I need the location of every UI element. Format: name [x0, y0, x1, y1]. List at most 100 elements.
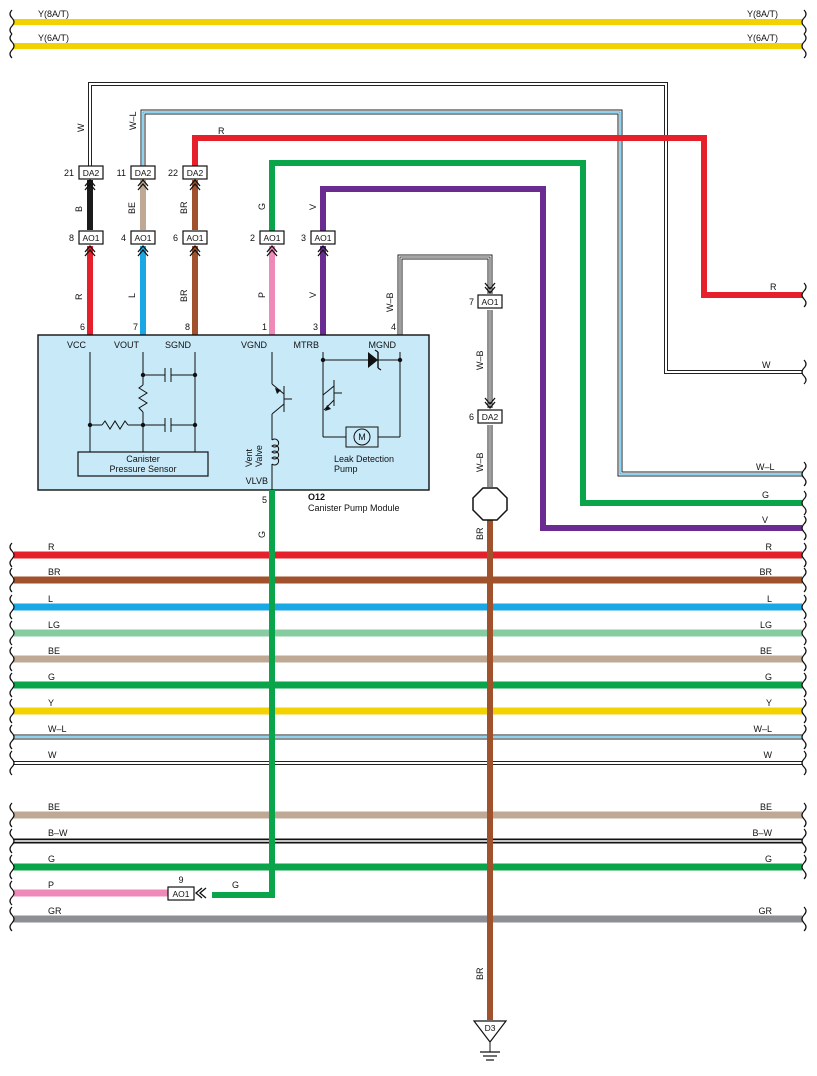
svg-text:4: 4 — [391, 322, 396, 332]
svg-text:AO1: AO1 — [134, 233, 151, 243]
svg-text:VGND: VGND — [241, 340, 268, 350]
wire-g-vlvb — [212, 490, 275, 898]
chevron-left-icon — [194, 887, 203, 899]
svg-text:9: 9 — [178, 875, 183, 885]
svg-text:G: G — [232, 880, 239, 890]
svg-text:VLVB: VLVB — [246, 476, 268, 486]
svg-text:3: 3 — [301, 233, 306, 243]
svg-text:AO1: AO1 — [314, 233, 331, 243]
svg-text:1: 1 — [262, 322, 267, 332]
break-mark — [801, 461, 807, 487]
bottom-bus-label-left: W–L — [48, 724, 67, 734]
break-mark — [9, 672, 15, 698]
bottom-bus-label-left: P — [48, 880, 54, 890]
top-bus-y-6at: Y(6A/T) Y(6A/T) — [14, 33, 802, 49]
top-bus-label-left: Y(6A/T) — [38, 33, 69, 43]
svg-text:AO1: AO1 — [263, 233, 280, 243]
svg-text:DA2: DA2 — [187, 168, 204, 178]
svg-text:Canister: Canister — [126, 454, 160, 464]
top-bus-label-left: Y(8A/T) — [38, 9, 69, 19]
wire-g-right — [269, 160, 802, 506]
break-mark — [801, 515, 807, 541]
svg-text:MTRB: MTRB — [294, 340, 320, 350]
svg-text:Leak Detection: Leak Detection — [334, 454, 394, 464]
break-mark — [801, 854, 807, 880]
bottom-bus-label-right: R — [766, 542, 773, 552]
svg-text:4: 4 — [121, 233, 126, 243]
bottom-bus-label-right: W — [764, 750, 773, 760]
svg-text:5: 5 — [262, 495, 267, 505]
chevron-up-icon — [137, 178, 149, 187]
svg-text:Pressure Sensor: Pressure Sensor — [109, 464, 176, 474]
wire-label: R — [218, 126, 225, 136]
svg-text:G: G — [257, 203, 267, 210]
connector-ao1-8: AO1 8 — [69, 230, 104, 245]
chevron-up-icon — [137, 248, 149, 257]
bottom-bus-label-right: W–L — [753, 724, 772, 734]
svg-text:11: 11 — [117, 168, 126, 178]
bottom-bus-label-left: BE — [48, 646, 60, 656]
wire-label: W — [762, 360, 771, 370]
bottom-bus-label-right: G — [765, 854, 772, 864]
break-mark — [9, 9, 15, 35]
svg-text:BR: BR — [475, 527, 485, 540]
break-mark — [9, 828, 15, 854]
svg-text:AO1: AO1 — [481, 297, 498, 307]
svg-text:G: G — [257, 531, 267, 538]
svg-text:3: 3 — [313, 322, 318, 332]
svg-text:DA2: DA2 — [83, 168, 100, 178]
chevron-left-icon — [198, 887, 207, 899]
svg-text:DA2: DA2 — [482, 412, 499, 422]
svg-text:Vent: Vent — [244, 448, 254, 467]
svg-text:P: P — [257, 292, 267, 298]
chevron-up-icon — [317, 248, 329, 257]
chevron-up-icon — [266, 248, 278, 257]
chevron-down-icon — [484, 282, 496, 291]
svg-text:VOUT: VOUT — [114, 340, 140, 350]
svg-text:W–B: W–B — [385, 292, 395, 312]
svg-text:6: 6 — [173, 233, 178, 243]
break-mark — [801, 906, 807, 932]
wire-r-upper — [192, 135, 802, 298]
break-mark — [801, 33, 807, 59]
break-mark — [9, 854, 15, 880]
bottom-bus-label-right: G — [765, 672, 772, 682]
svg-text:BR: BR — [179, 201, 189, 214]
svg-text:R: R — [74, 293, 84, 300]
svg-text:V: V — [308, 292, 318, 298]
svg-text:2: 2 — [250, 233, 255, 243]
svg-text:8: 8 — [69, 233, 74, 243]
svg-text:AO1: AO1 — [82, 233, 99, 243]
connector-ao1-2: AO1 2 — [250, 230, 285, 245]
svg-text:Pump: Pump — [334, 464, 358, 474]
break-mark — [801, 9, 807, 35]
svg-text:B: B — [74, 206, 84, 212]
chevron-up-icon — [189, 248, 201, 257]
bottom-bus-12: P — [14, 880, 168, 897]
break-mark — [801, 750, 807, 776]
chevron-up-icon — [189, 244, 201, 253]
bottom-bus-label-left: LG — [48, 620, 60, 630]
svg-text:W–B: W–B — [475, 350, 485, 370]
break-mark — [801, 828, 807, 854]
break-mark — [9, 646, 15, 672]
wire-w-upper — [88, 82, 802, 374]
break-mark — [9, 906, 15, 932]
svg-text:BR: BR — [475, 967, 485, 980]
chevron-up-icon — [317, 244, 329, 253]
chevron-up-icon — [137, 244, 149, 253]
svg-text:MGND: MGND — [369, 340, 397, 350]
svg-text:D3: D3 — [485, 1023, 496, 1033]
svg-text:O12: O12 — [308, 492, 325, 502]
